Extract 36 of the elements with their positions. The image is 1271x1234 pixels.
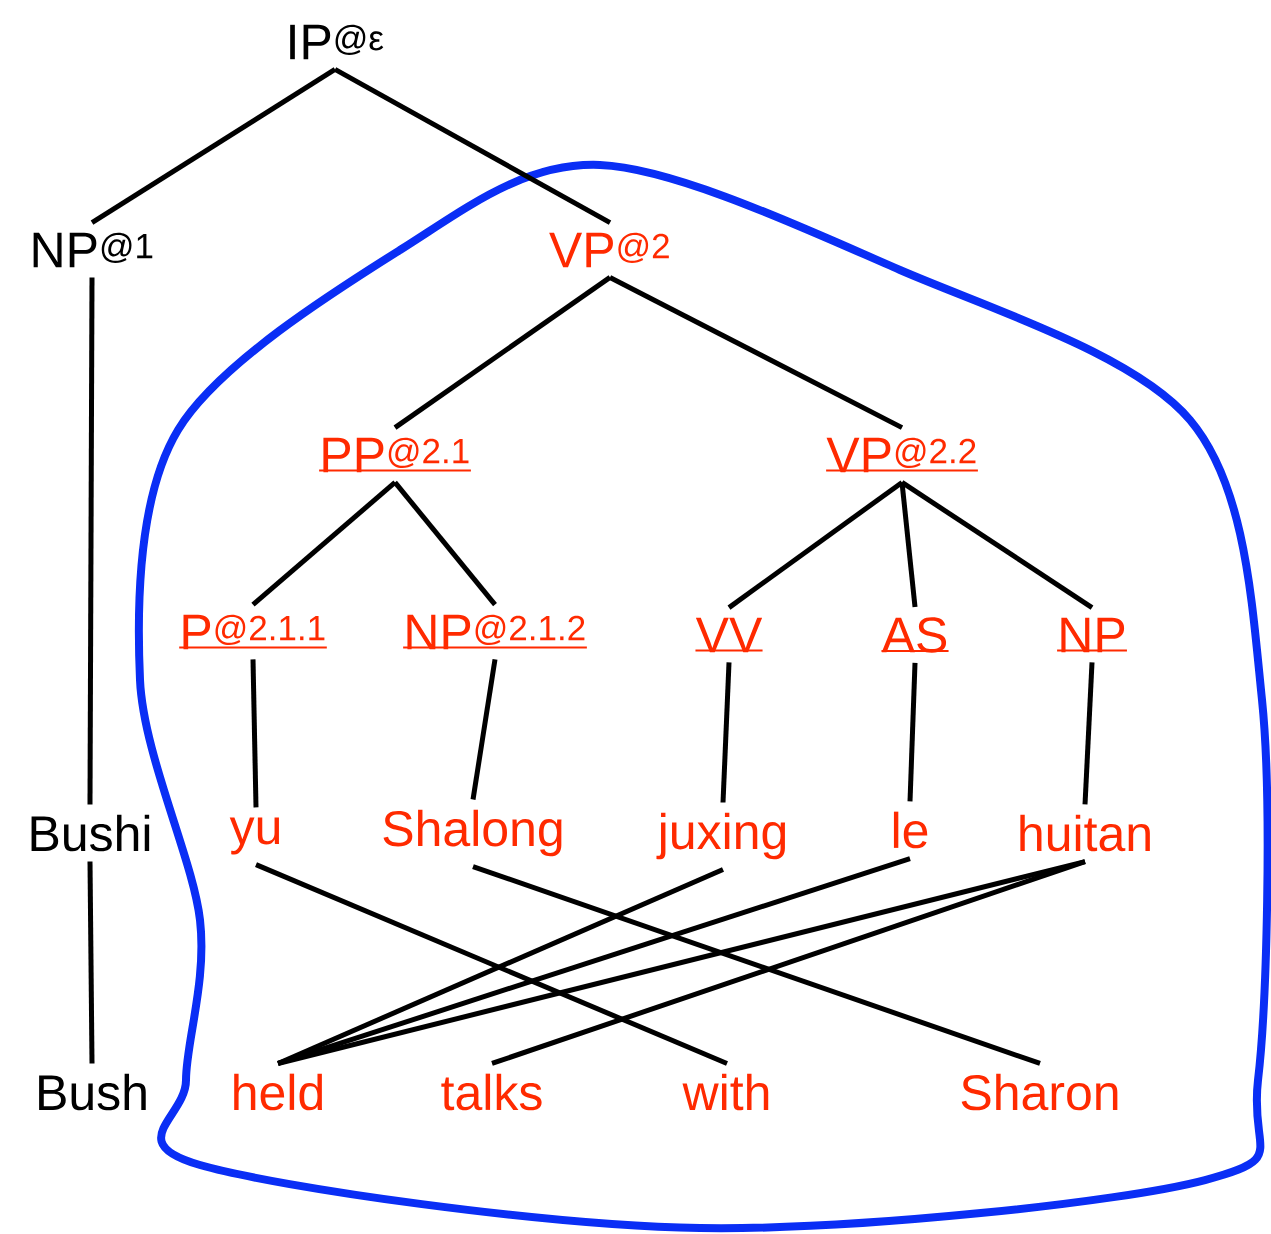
tree-line (727, 480, 904, 610)
underlined-label: VV (694, 617, 764, 653)
tree-line (333, 67, 612, 225)
tree-line (470, 659, 498, 800)
tree-line (393, 275, 612, 430)
tree-label: Shalong (383, 809, 562, 857)
tree-label: yu (229, 817, 280, 855)
tree-label: Bushi (31, 814, 150, 852)
tree-label: IP$^{@ε}$ (290, 24, 384, 60)
tree-label: huitan (1020, 814, 1150, 852)
tree-line (87, 861, 95, 1064)
tree-line (251, 480, 397, 607)
tree-label: VP$^{@2}$ (549, 232, 669, 268)
underlined-label: NP (1056, 617, 1128, 653)
tree-label: talks (441, 1073, 542, 1111)
underlined-label: P$^{@2.1.1}$ (178, 614, 328, 650)
underlined-label: PP$^{@2.1}$ (318, 437, 472, 473)
tree-label: with (682, 1073, 769, 1111)
tree-line (900, 480, 1094, 610)
underlined-label: NP$^{@2.1.2}$ (402, 614, 588, 650)
underlined-label: VP$^{@2.2}$ (825, 437, 979, 473)
tree-line (393, 480, 497, 607)
tree-label: le (893, 811, 928, 849)
tree-line (608, 275, 904, 430)
tree-label: held (234, 1073, 323, 1111)
tree-line (720, 662, 732, 803)
tree-label: juxing (656, 812, 786, 860)
tree-label: Bush (39, 1073, 146, 1111)
tree-line (899, 482, 918, 608)
tree-line (250, 659, 259, 808)
tree-label: Sharon (961, 1073, 1118, 1111)
tree-label: NP$^{@1}$ (33, 232, 153, 268)
tree-line (907, 662, 918, 802)
tree-line (90, 67, 337, 225)
tree-line (87, 277, 95, 805)
tree-line (1082, 662, 1095, 805)
